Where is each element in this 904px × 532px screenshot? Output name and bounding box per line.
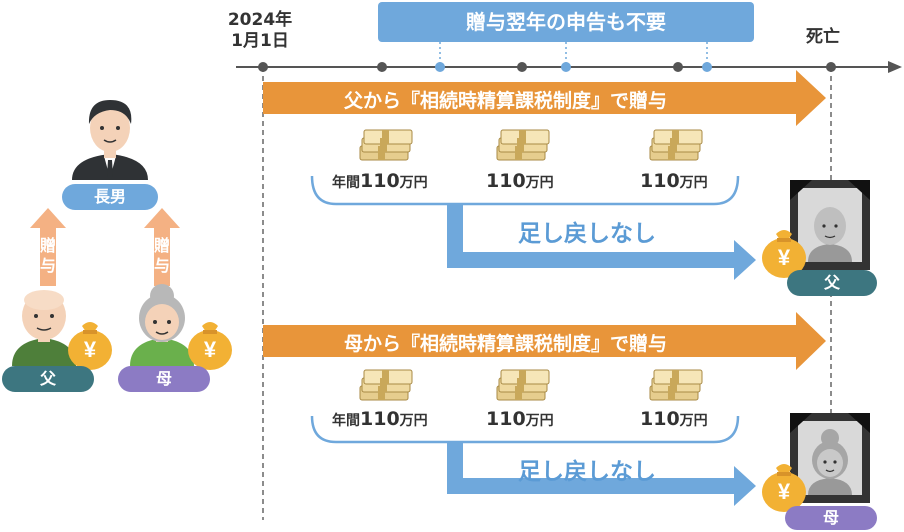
father-amount-bracket	[310, 175, 740, 206]
deceased-mother-tag: 母	[785, 506, 877, 530]
mother-gift-arrow-label: 母から『相続時精算課税制度』で贈与	[344, 333, 668, 355]
no-filing-banner: 贈与翌年の申告も不要	[378, 2, 754, 42]
timeline-point	[561, 62, 571, 72]
father-amount-1: 年間110万円	[332, 170, 428, 192]
gift-arrow-from-father	[30, 208, 66, 286]
father-amount-2: 110万円	[486, 170, 554, 192]
start-date-year: 2024年	[227, 10, 293, 30]
death-label: 死亡	[806, 27, 840, 47]
yen-symbol: ¥	[204, 337, 217, 362]
eldest-son-avatar	[72, 100, 148, 180]
timeline-point	[826, 62, 836, 72]
gift-arrow-from-mother	[144, 208, 180, 286]
yen-symbol: ¥	[778, 479, 791, 504]
father-gift-arrow-label: 父から『相続時精算課税制度』で贈与	[344, 90, 668, 112]
timeline-point	[435, 62, 445, 72]
timeline-point	[258, 62, 268, 72]
father-refund-arrow	[447, 204, 756, 280]
mother-amount-bracket	[310, 415, 740, 444]
gift-label-right: 贈与	[153, 236, 170, 275]
mother-amount-2: 110万円	[486, 408, 554, 430]
mother-tag: 母	[118, 366, 210, 392]
mother-refund-arrow	[447, 442, 756, 506]
timeline-point	[702, 62, 712, 72]
father-gift-arrow	[263, 70, 826, 126]
mother-no-addback-label: 足し戻しなし	[518, 459, 656, 485]
deceased-mother-portrait	[790, 413, 870, 503]
mother-amount-3: 110万円	[640, 408, 708, 430]
yen-symbol: ¥	[84, 337, 97, 362]
mother-amount-1: 年間110万円	[332, 408, 428, 430]
mother-gift-arrow	[263, 312, 826, 370]
father-amount-3: 110万円	[640, 170, 708, 192]
yen-symbol: ¥	[778, 245, 791, 270]
timeline-arrowhead	[888, 61, 902, 73]
timeline-point	[517, 62, 527, 72]
father-no-addback-label: 足し戻しなし	[518, 221, 656, 247]
gift-label-left: 贈与	[39, 236, 56, 275]
timeline-point	[673, 62, 683, 72]
mother-avatar	[130, 284, 194, 366]
deceased-father-tag: 父	[787, 270, 877, 296]
timeline-point	[377, 62, 387, 72]
eldest-son-tag: 長男	[62, 184, 158, 210]
father-avatar	[12, 290, 76, 366]
father-tag: 父	[2, 366, 94, 392]
start-date-day: 1月1日	[231, 31, 289, 51]
start-date-label: 2024年 1月1日	[218, 10, 302, 52]
